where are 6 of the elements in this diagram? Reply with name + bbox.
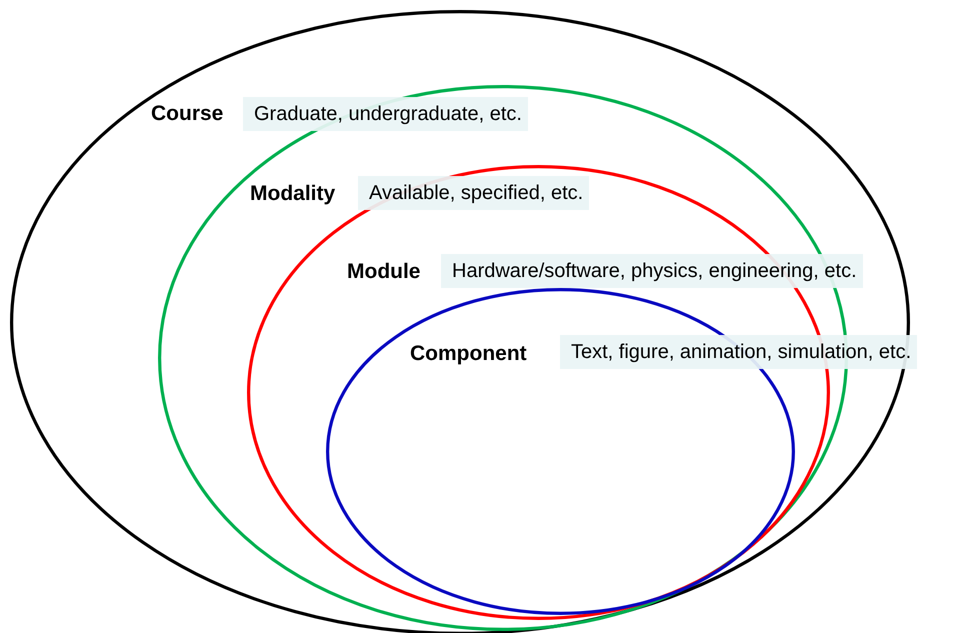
description-label: Graduate, undergraduate, etc. — [243, 97, 528, 131]
layer-heading: Component — [410, 342, 527, 366]
description-label: Available, specified, etc. — [358, 176, 590, 210]
layer-heading: Course — [151, 102, 224, 126]
layer-heading: Modality — [250, 182, 336, 206]
layer-heading: Module — [347, 260, 420, 284]
